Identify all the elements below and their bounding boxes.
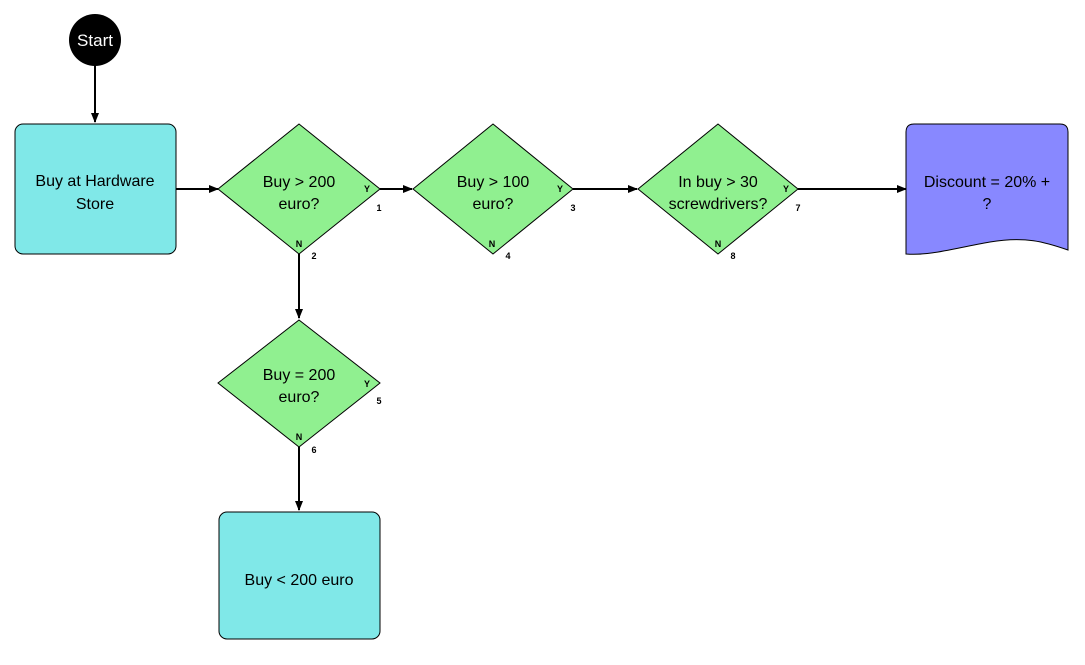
decision-gt-100-label-line2: euro?: [473, 196, 514, 213]
process-box-lt-200: [218, 511, 381, 640]
decision-eq-200-label-line1: Buy = 200: [263, 367, 336, 384]
decision-screwdrivers-label-line1: In buy > 30: [678, 174, 758, 191]
decision-gt-200-yes-number: 1: [376, 203, 381, 213]
decision-eq-200-no-label: N: [296, 432, 303, 442]
decision-diamond-screwdrivers: [637, 123, 799, 255]
decision-buy-gt-100: Buy > 100 euro? Y N 3 4: [412, 123, 576, 261]
start-node: Start: [69, 14, 121, 66]
start-circle: [69, 14, 121, 66]
document-discount-label-line1: Discount = 20% +: [924, 174, 1050, 191]
start-label: Start: [77, 31, 113, 50]
decision-diamond-eq-200: [217, 319, 381, 448]
document-discount: Discount = 20% + ?: [905, 123, 1069, 255]
process-hardware-label-line2: Store: [76, 196, 114, 213]
decision-buy-gt-200: Buy > 200 euro? Y N 1 2: [217, 123, 382, 261]
process-buy-at-hardware-store: Buy at Hardware Store: [14, 123, 177, 255]
decision-screwdrivers-no-number: 8: [730, 251, 735, 261]
decision-eq-200-yes-number: 5: [376, 396, 381, 406]
decision-gt-200-label-line2: euro?: [279, 196, 320, 213]
decision-screwdrivers-no-label: N: [715, 239, 722, 249]
document-discount-label-line2: ?: [983, 196, 992, 213]
decision-gt-200-no-label: N: [296, 239, 303, 249]
decision-buy-eq-200: Buy = 200 euro? Y N 5 6: [217, 319, 382, 455]
decision-gt-100-no-number: 4: [505, 251, 510, 261]
process-box-hardware: [14, 123, 177, 255]
decision-screwdrivers-yes-label: Y: [783, 184, 789, 194]
decision-screwdrivers-label-line2: screwdrivers?: [669, 196, 768, 213]
decision-gt-100-no-label: N: [489, 239, 496, 249]
decision-eq-200-no-number: 6: [311, 445, 316, 455]
decision-screwdrivers-yes-number: 7: [795, 203, 800, 213]
process-hardware-label-line1: Buy at Hardware: [35, 173, 154, 190]
document-shape-discount: [905, 123, 1069, 255]
decision-gt-100-yes-label: Y: [557, 184, 563, 194]
connectors: [91, 60, 907, 511]
process-lt-200-label: Buy < 200 euro: [245, 572, 354, 589]
decision-gt-200-yes-label: Y: [364, 184, 370, 194]
decision-screwdrivers: In buy > 30 screwdrivers? Y N 7 8: [637, 123, 801, 261]
decision-gt-200-no-number: 2: [311, 251, 316, 261]
decision-eq-200-yes-label: Y: [364, 379, 370, 389]
decision-gt-100-yes-number: 3: [570, 203, 575, 213]
decision-diamond-gt-100: [412, 123, 574, 255]
decision-eq-200-label-line2: euro?: [279, 389, 320, 406]
process-buy-lt-200: Buy < 200 euro: [218, 511, 381, 640]
decision-diamond-gt-200: [217, 123, 381, 255]
decision-gt-100-label-line1: Buy > 100: [457, 174, 530, 191]
decision-gt-200-label-line1: Buy > 200: [263, 174, 336, 191]
